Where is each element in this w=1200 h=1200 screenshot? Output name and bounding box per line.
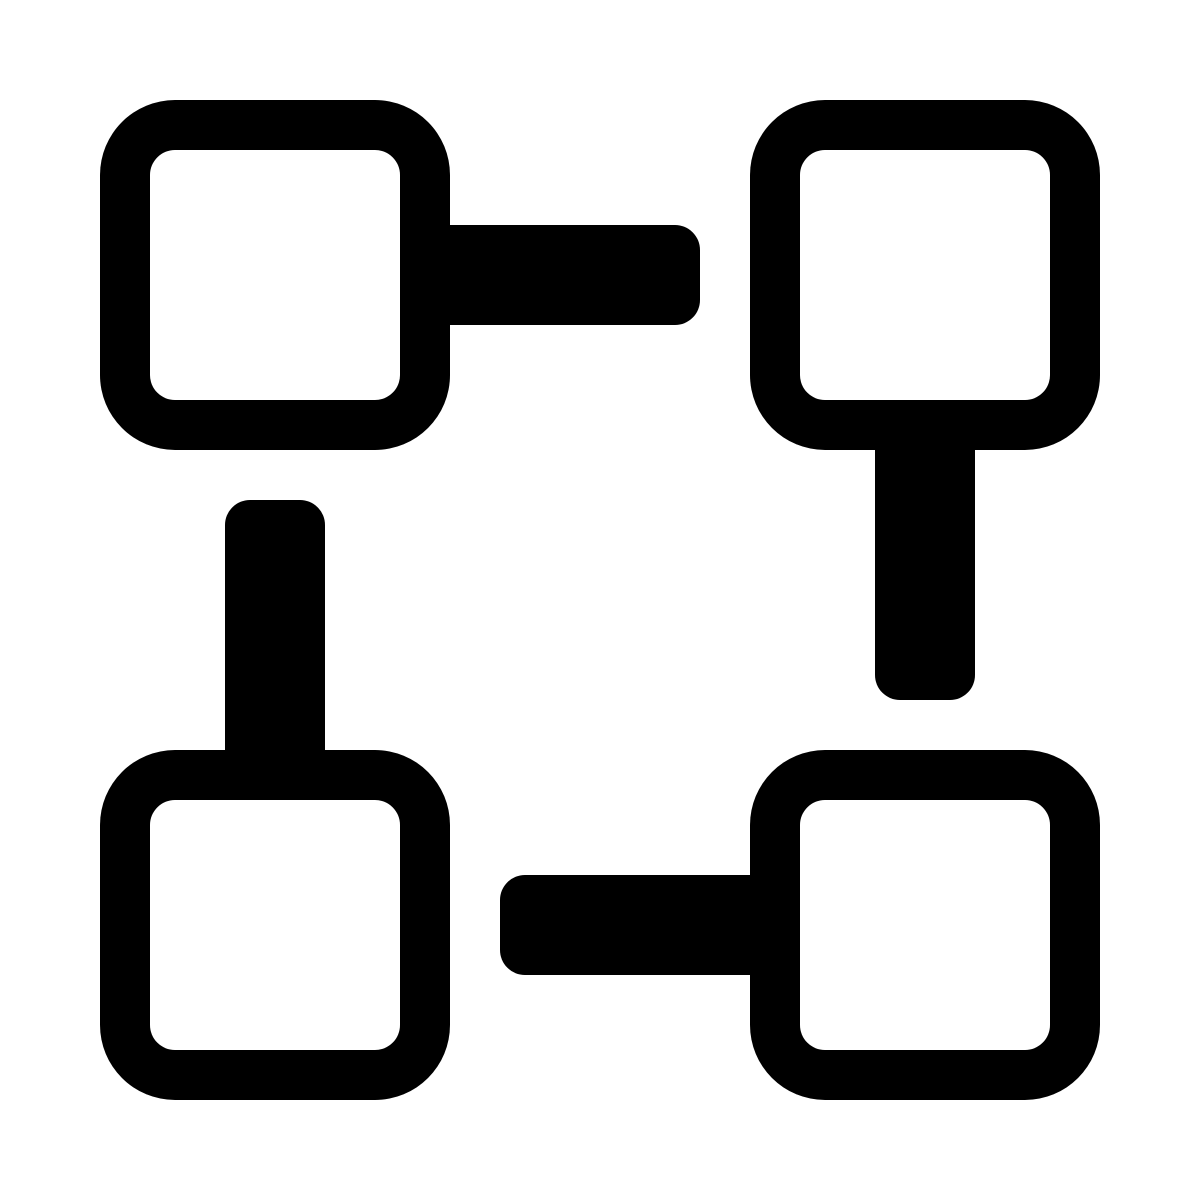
node-bottom-right bbox=[750, 750, 1100, 1100]
node-bottom-left bbox=[100, 750, 450, 1100]
connector-right bbox=[875, 425, 975, 700]
connector-bottom bbox=[500, 875, 775, 975]
connector-top bbox=[425, 225, 700, 325]
connector-left bbox=[225, 500, 325, 775]
node-top-left bbox=[100, 100, 450, 450]
node-top-right bbox=[750, 100, 1100, 450]
